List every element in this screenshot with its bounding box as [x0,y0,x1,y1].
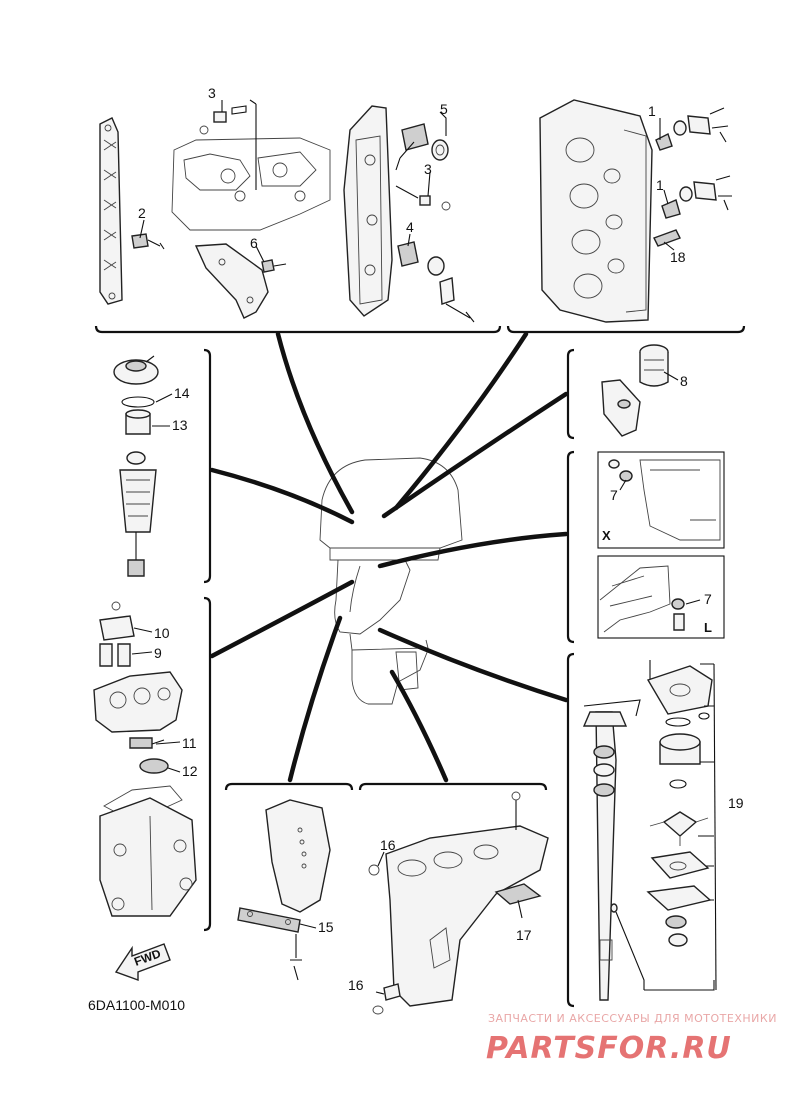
callout-15: 15 [318,919,334,935]
fuel-filter-drawing [113,355,159,577]
water-pump-drawing [582,660,717,1001]
outboard-silhouette [319,457,463,705]
cylinder-head-drawing [539,99,732,323]
callout-6: 6 [250,235,258,251]
section-brackets [94,325,746,1008]
callout-leaders [131,100,701,995]
callout-11: 11 [182,735,197,751]
leader-lines [209,331,569,783]
fwd-arrow: FWD [114,943,171,981]
callout-19: 19 [728,795,744,811]
callout-13: 13 [172,417,188,433]
callout-12: 12 [182,763,198,779]
callout-1-upper: 1 [648,103,656,119]
trim-tab-drawing [237,799,331,981]
watermark-tagline: ЗАПЧАСТИ И АКСЕССУАРЫ ДЛЯ МОТОТЕХНИКИ [488,1012,777,1025]
callout-7-view-l: 7 [704,591,712,607]
view-label-l: L [704,620,712,635]
view-l-panel: L [597,555,725,639]
callout-17: 17 [516,927,532,943]
powerhead-block-drawing [171,99,331,319]
callout-3-upper: 3 [208,85,216,101]
callout-1-lower: 1 [656,177,664,193]
exhaust-gasket-drawing [99,117,165,305]
callout-9: 9 [154,645,162,661]
callout-numbers: 1 1 2 3 3 4 5 6 7 7 8 9 10 11 12 13 14 1… [138,85,744,993]
callout-3-lower: 3 [424,161,432,177]
callout-14: 14 [174,385,190,401]
watermark-brand: PARTSFOR.RU [486,1031,732,1066]
lower-case-drawing [368,791,549,1015]
callout-4: 4 [406,219,414,235]
callout-16-lower: 16 [348,977,364,993]
cylinder-side-drawing [343,105,475,323]
diagram-code: 6DA1100-M010 [88,997,185,1013]
fuel-pump-drawing [93,601,197,917]
callout-5: 5 [440,101,448,117]
callout-8: 8 [680,373,688,389]
callout-16-upper: 16 [380,837,396,853]
oil-filter-drawing [601,344,669,437]
callout-7-view-x: 7 [610,487,618,503]
view-label-x: X [602,528,611,543]
view-x-panel: X [597,451,725,549]
callout-10: 10 [154,625,170,641]
watermark: ЗАПЧАСТИ И АКСЕССУАРЫ ДЛЯ МОТОТЕХНИКИ PA… [486,1012,777,1066]
callout-18: 18 [670,249,686,265]
callout-2: 2 [138,205,146,221]
